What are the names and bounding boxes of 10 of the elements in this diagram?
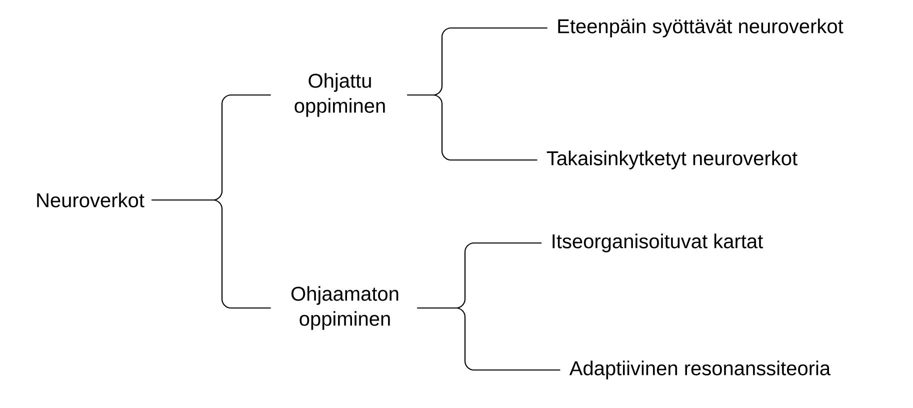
brace [407, 94, 538, 161]
node-label: Neuroverkot [37, 192, 144, 208]
node-label: Ohjaamaton oppiminen [291, 286, 398, 330]
node-label: Adaptiivinen resonanssiteoria [569, 360, 831, 380]
brace [152, 199, 271, 309]
brace [417, 307, 560, 371]
node-label: Itseorganisoituvat kartat [552, 234, 763, 252]
node-label: Ohjattu oppiminen [294, 73, 385, 117]
node-label: Eteenpäin syöttävät neuroverkot [558, 18, 844, 38]
node-label: Takaisinkytketyt neuroverkot [546, 150, 798, 170]
